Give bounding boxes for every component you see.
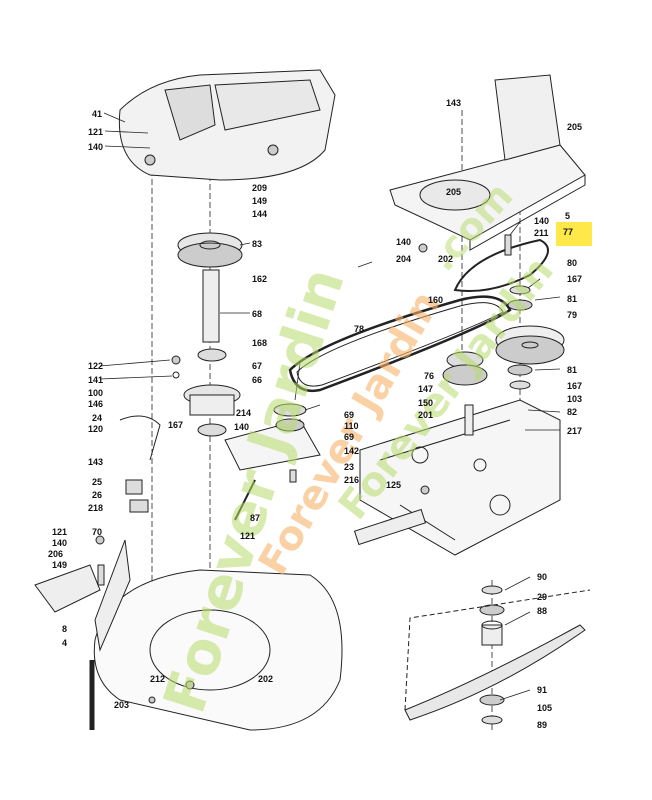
part-label: 100 — [88, 388, 104, 398]
pulley-83 — [177, 232, 243, 268]
part-label: 110 — [344, 421, 359, 431]
part-label: 121 — [52, 527, 68, 537]
part-label: 69 — [344, 432, 355, 442]
part-label: 91 — [537, 685, 548, 695]
part-label: 202 — [438, 254, 454, 264]
part-label: 120 — [88, 424, 104, 434]
part-label: 105 — [537, 703, 553, 713]
part-label: 217 — [567, 426, 583, 436]
part-label: 68 — [252, 309, 263, 319]
part-label: 167 — [567, 274, 583, 284]
part-label: 202 — [258, 674, 274, 684]
part-label: 216 — [344, 475, 360, 485]
part-label: 140 — [234, 422, 250, 432]
part-label: 204 — [396, 254, 412, 264]
part-label: 70 — [92, 527, 103, 537]
part-label: 90 — [537, 572, 548, 582]
part-label: 67 — [252, 361, 263, 371]
part-label: 5 — [565, 211, 571, 221]
part-label: 146 — [88, 399, 104, 409]
part-label: 143 — [88, 457, 104, 467]
part-label: 203 — [114, 700, 130, 710]
part-label: 125 — [386, 480, 402, 490]
part-label: 87 — [250, 513, 261, 523]
highlighted-part-badge: 77 — [556, 222, 592, 246]
part-label: 205 — [567, 122, 583, 132]
part-label: 78 — [354, 324, 365, 334]
part-label: 103 — [567, 394, 583, 404]
part-label: 29 — [537, 592, 548, 602]
part-label: 24 — [92, 413, 103, 423]
part-label: 4 — [62, 638, 68, 648]
part-label: 76 — [424, 371, 435, 381]
part-label: 167 — [168, 420, 184, 430]
part-label: 8 — [62, 624, 68, 634]
part-label: 211 — [534, 228, 549, 238]
part-label: 206 — [48, 549, 64, 559]
part-label: 214 — [236, 408, 252, 418]
part-label: 83 — [252, 239, 263, 249]
part-label: 121 — [240, 531, 256, 541]
part-label: 79 — [567, 310, 578, 320]
part-label: 140 — [534, 216, 550, 226]
part-label: 142 — [344, 446, 360, 456]
part-label: 88 — [537, 606, 548, 616]
part-label: 140 — [88, 142, 104, 152]
part-label: 80 — [567, 258, 578, 268]
part-label: 149 — [252, 196, 268, 206]
part-label: 147 — [418, 384, 434, 394]
part-label: 209 — [252, 183, 268, 193]
part-label: 25 — [92, 477, 103, 487]
part-label: 69 — [344, 410, 355, 420]
highlighted-part-label: 77 — [563, 227, 574, 237]
part-label: 212 — [150, 674, 166, 684]
part-label: 144 — [252, 209, 268, 219]
part-label: 23 — [344, 462, 355, 472]
part-label: 150 — [418, 398, 434, 408]
part-label: 162 — [252, 274, 268, 284]
part-label: 141 — [88, 375, 104, 385]
part-label: 218 — [88, 503, 104, 513]
part-label: 81 — [567, 294, 578, 304]
part-label: 26 — [92, 490, 103, 500]
part-label: 81 — [567, 365, 578, 375]
part-label: 205 — [446, 187, 462, 197]
part-label: 41 — [92, 109, 103, 119]
part-label: 167 — [567, 381, 583, 391]
part-label: 122 — [88, 361, 104, 371]
part-label: 121 — [88, 127, 104, 137]
shaft-68 — [202, 269, 220, 343]
part-label: 66 — [252, 375, 263, 385]
part-label: 201 — [418, 410, 434, 420]
deck-cover — [118, 69, 336, 181]
part-label: 140 — [396, 237, 412, 247]
part-label: 89 — [537, 720, 548, 730]
part-label: 160 — [428, 295, 444, 305]
part-label: 82 — [567, 407, 578, 417]
part-label: 168 — [252, 338, 268, 348]
part-label: 143 — [446, 98, 462, 108]
part-label: 149 — [52, 560, 68, 570]
part-label: 140 — [52, 538, 68, 548]
